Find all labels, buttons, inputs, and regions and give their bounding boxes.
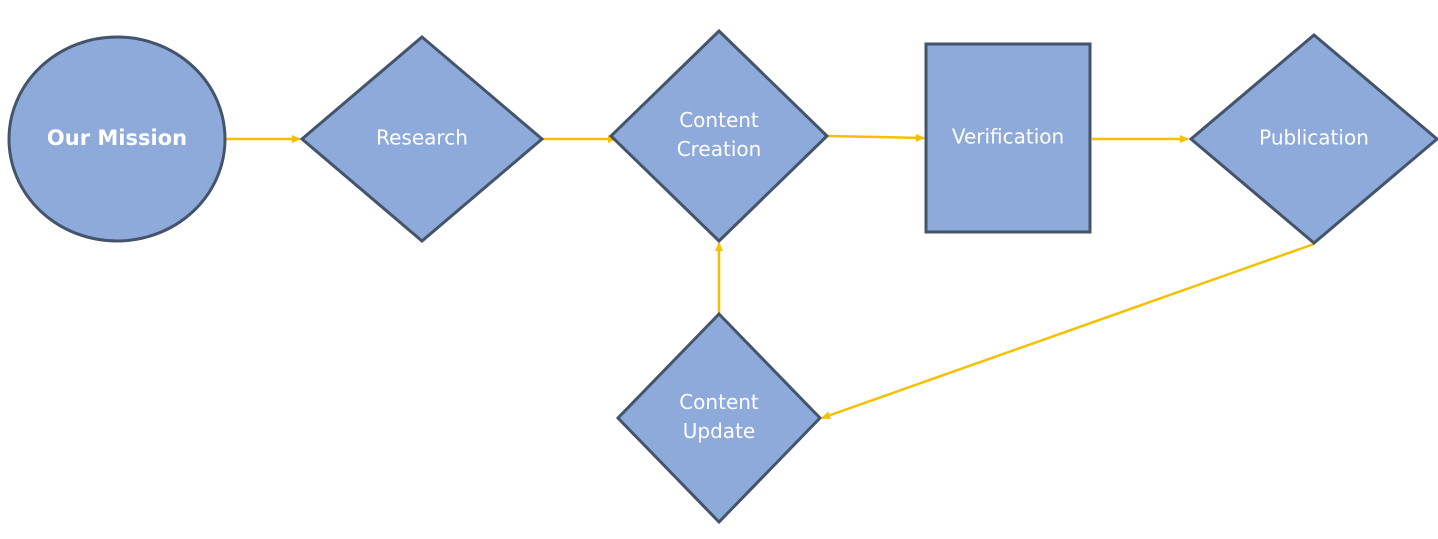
node-verification: Verification [924, 42, 1092, 234]
node-creation-label: Content [679, 108, 759, 132]
node-creation-label: Creation [677, 137, 762, 161]
node-publication-label: Publication [1259, 126, 1369, 150]
node-mission-shape [7, 35, 227, 243]
node-update-label: Content [679, 390, 759, 414]
connectors [226, 133, 1315, 420]
connector-creation-verification [827, 133, 925, 142]
node-update-shape [615, 311, 823, 525]
node-verification-label: Verification [952, 125, 1064, 149]
node-research-label: Research [376, 126, 468, 150]
connector-publication-update [821, 242, 1315, 420]
node-publication: Publication [1188, 33, 1438, 245]
node-creation-shape [608, 28, 830, 244]
node-mission-label: Our Mission [47, 126, 187, 150]
node-update-label: Update [683, 419, 755, 443]
node-publication-shape [1188, 33, 1438, 245]
node-research-shape [299, 35, 545, 243]
node-research: Research [299, 35, 545, 243]
node-mission: Our Mission [7, 35, 227, 243]
node-verification-shape [924, 42, 1092, 234]
